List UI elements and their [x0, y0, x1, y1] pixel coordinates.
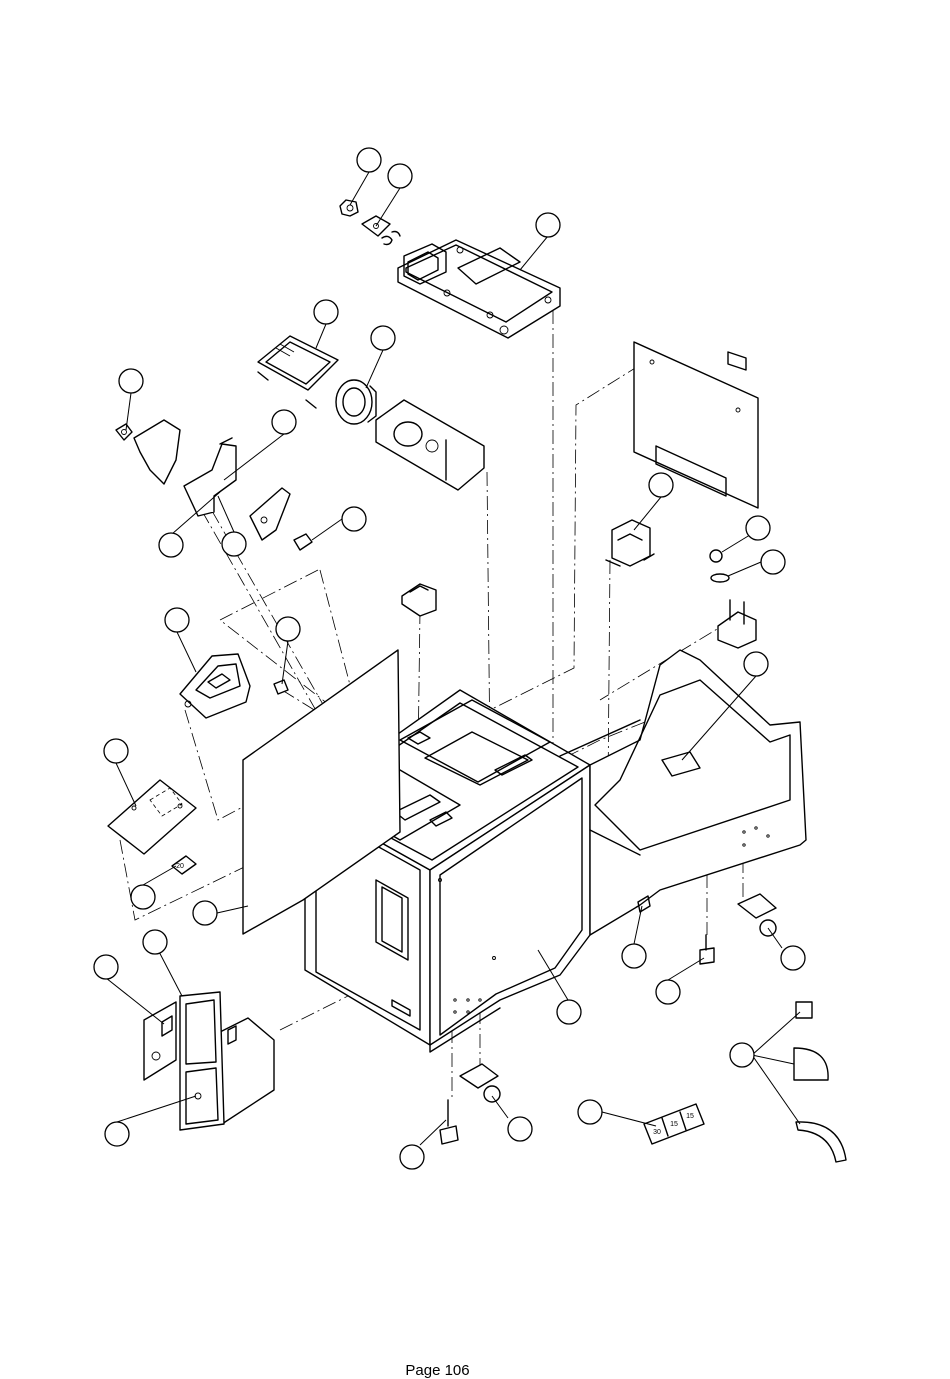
callout-bubble: [578, 1100, 602, 1124]
control-panel-assembly: [398, 240, 560, 338]
callout-bubble: [371, 326, 395, 350]
handle-part: [180, 654, 250, 718]
callout-bubble: [276, 617, 300, 641]
callout-bubble: [193, 901, 217, 925]
callout-bubble: [761, 550, 785, 574]
callout-bubble: [104, 739, 128, 763]
callout-bubble: [781, 946, 805, 970]
speaker-assembly: [336, 380, 484, 490]
callout-bubble: [119, 369, 143, 393]
callout-bubble: [165, 608, 189, 632]
callout-bubble: [744, 652, 768, 676]
center-bracket: [402, 584, 436, 616]
callout-bubble: [159, 533, 183, 557]
lamp-assembly: [710, 550, 756, 648]
small-top-parts: [340, 200, 400, 245]
callout-bubble: [357, 148, 381, 172]
callout-bubble: [400, 1145, 424, 1169]
trim-pieces: [794, 1002, 846, 1162]
page-number: Page 106: [0, 1362, 875, 1379]
plate-number-label: 20: [176, 863, 184, 870]
seat-trough: [560, 650, 806, 935]
callout-bubble: [342, 507, 366, 531]
callout-bubble: [649, 473, 673, 497]
callout-bubble: [388, 164, 412, 188]
callout-bubble: [272, 410, 296, 434]
callout-bubble: [314, 300, 338, 324]
bracket-parts-left: [116, 420, 312, 550]
tag-c-label: 30: [653, 1129, 661, 1136]
small-tab: [274, 680, 288, 694]
callout-bubble: [746, 516, 770, 540]
plate-lower-left: 20: [108, 780, 196, 874]
callout-bubble: [622, 944, 646, 968]
callout-bubble: [557, 1000, 581, 1024]
callout-bubble: [730, 1043, 754, 1067]
tag-a-label: 15: [686, 1113, 694, 1120]
callout-bubble: [105, 1122, 129, 1146]
callout-bubble: [131, 885, 155, 909]
transformer: [606, 520, 654, 566]
pcb-board: [258, 336, 338, 408]
callout-bubble: [94, 955, 118, 979]
coin-door-assembly: [144, 992, 274, 1130]
tag-b-label: 15: [670, 1121, 678, 1128]
callout-bubble: [222, 532, 246, 556]
callout-bubble: [536, 213, 560, 237]
callout-bubble: [143, 930, 167, 954]
callout-bubble: [656, 980, 680, 1004]
callout-bubble: [508, 1117, 532, 1141]
tag-sheet: 15 15 30: [644, 1104, 704, 1144]
